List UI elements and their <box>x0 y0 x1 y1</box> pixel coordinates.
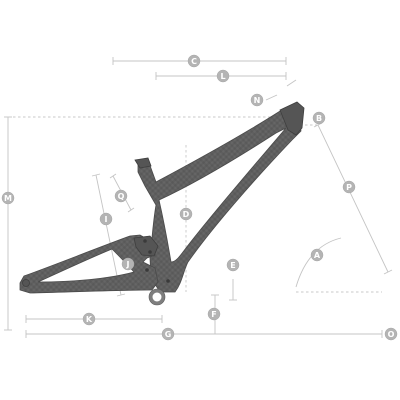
dimension-a-arc <box>295 237 342 288</box>
front-triangle <box>137 107 302 293</box>
badge-q: Q <box>114 189 128 203</box>
dimension-n-line <box>265 94 278 101</box>
badge-p: P <box>342 180 356 194</box>
svg-text:G: G <box>165 330 172 339</box>
badge-j: J <box>121 257 135 271</box>
badge-b: B <box>312 111 326 125</box>
svg-text:B: B <box>316 114 322 123</box>
svg-text:A: A <box>314 251 321 260</box>
seat-collar <box>134 157 152 169</box>
badge-o: O <box>384 327 398 341</box>
badge-m: M <box>1 191 15 205</box>
badge-d: D <box>179 207 193 221</box>
svg-text:J: J <box>126 260 130 269</box>
dimension-lines <box>4 57 393 338</box>
rear-dropout <box>22 279 30 287</box>
badge-k: K <box>82 312 96 326</box>
badge-e: E <box>226 258 240 272</box>
badge-f: F <box>207 307 221 321</box>
dimension-i-line <box>95 174 122 296</box>
rocker-link <box>133 235 159 257</box>
svg-text:N: N <box>254 96 261 105</box>
rear-triangle <box>19 234 159 294</box>
bike-frame <box>19 101 305 306</box>
badge-i: I <box>99 212 113 226</box>
svg-text:I: I <box>105 215 108 224</box>
badge-g: G <box>161 327 175 341</box>
pivot-bolt <box>148 250 152 254</box>
badge-c: C <box>187 54 201 68</box>
svg-text:E: E <box>230 261 235 270</box>
svg-text:K: K <box>86 315 93 324</box>
head-tube <box>279 101 305 136</box>
svg-text:C: C <box>191 57 197 66</box>
badge-l: L <box>216 69 230 83</box>
svg-text:O: O <box>388 330 395 339</box>
badge-n: N <box>250 93 264 107</box>
svg-text:D: D <box>183 210 190 219</box>
svg-text:F: F <box>211 310 216 319</box>
pivot-bolt <box>145 268 149 272</box>
svg-text:Q: Q <box>118 192 125 201</box>
svg-text:M: M <box>4 194 12 203</box>
dimension-p-line <box>317 124 389 273</box>
pivot-bolt <box>166 279 170 283</box>
pivot-bolt <box>143 239 147 243</box>
badge-a: A <box>310 248 324 262</box>
svg-text:L: L <box>220 72 225 81</box>
svg-text:P: P <box>346 183 352 192</box>
